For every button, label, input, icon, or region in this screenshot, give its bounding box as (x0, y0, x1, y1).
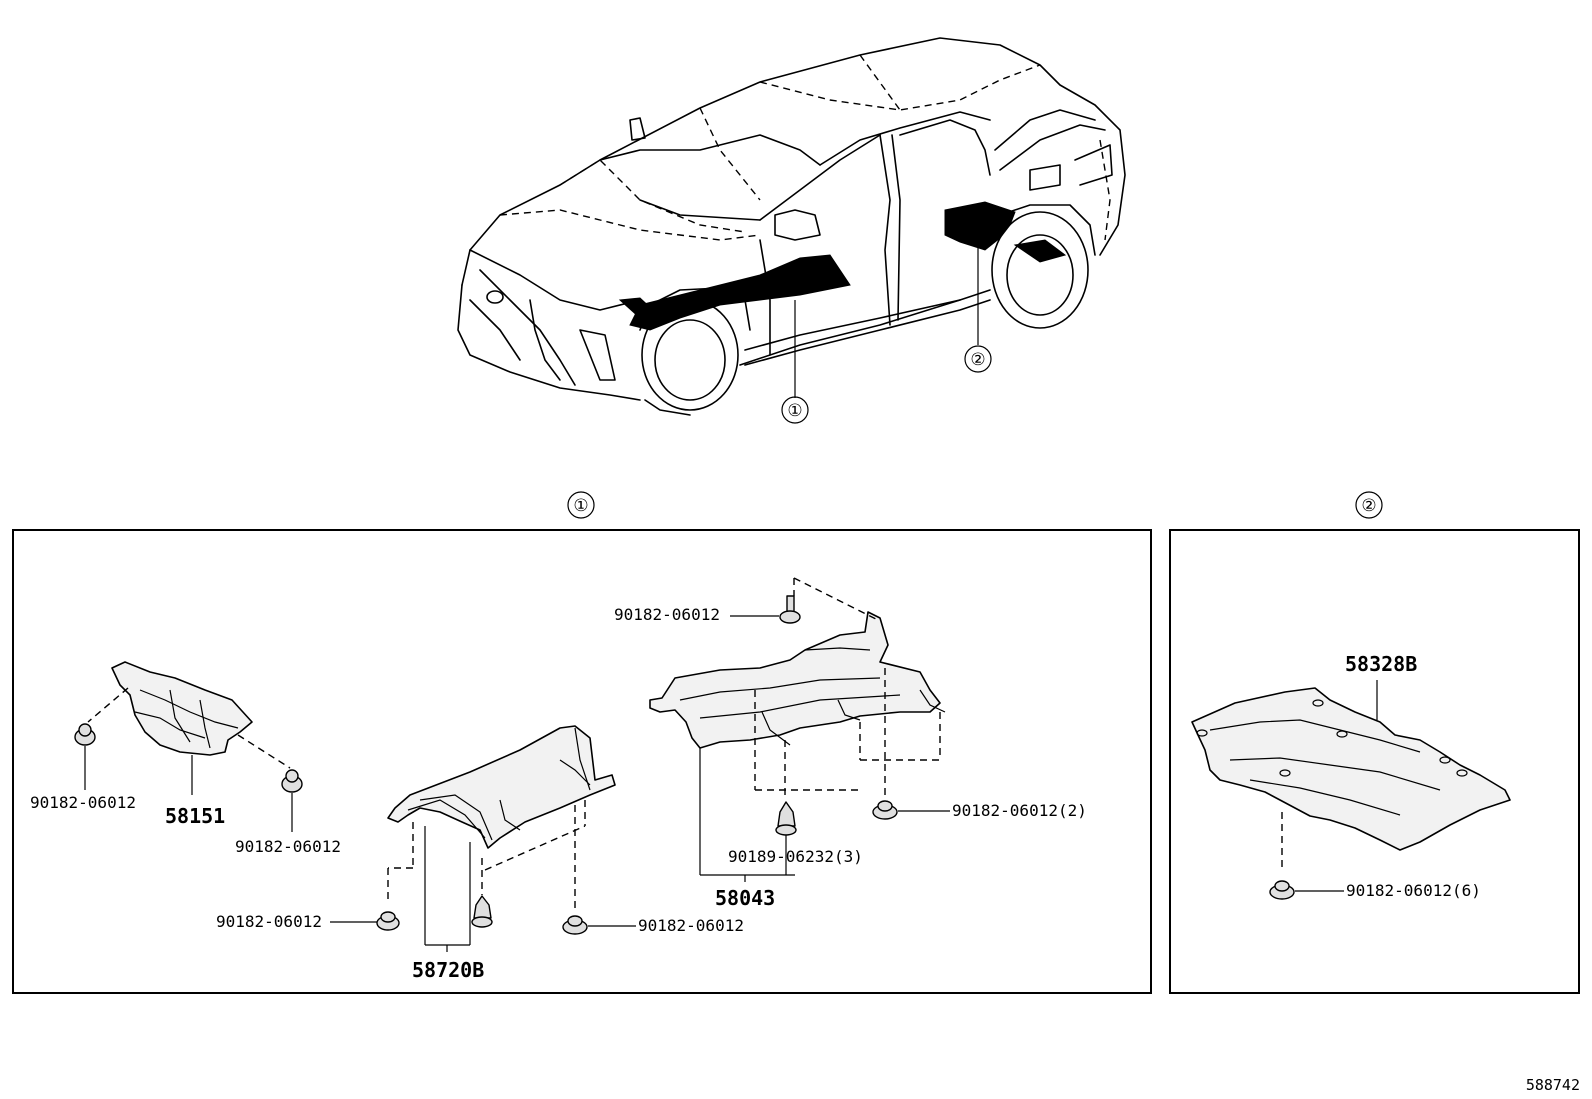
clip-mid (471, 895, 493, 928)
grommet-right (872, 800, 898, 820)
part-58043-illustration (649, 611, 946, 749)
label-90182-06012-left-a: 90182-06012 (30, 793, 136, 812)
label-90189-06232-3: 90189-06232(3) (728, 847, 863, 866)
label-58720B: 58720B (412, 958, 484, 982)
label-90182-06012-left-b: 90182-06012 (235, 837, 341, 856)
part-58328B-illustration (1191, 687, 1511, 851)
label-58043: 58043 (715, 886, 775, 910)
grommet-left-b (281, 769, 303, 793)
label-58328B: 58328B (1345, 652, 1417, 676)
callout-1-car: ① (787, 401, 802, 421)
part-58720B-illustration (387, 725, 616, 849)
part-58151-illustration (111, 661, 253, 756)
callout-2-car: ② (970, 350, 985, 370)
section-1-frame (12, 529, 1152, 994)
label-90182-06012-mid-a: 90182-06012 (216, 912, 322, 931)
label-90182-06012-mid-b: 90182-06012 (638, 916, 744, 935)
label-58151: 58151 (165, 804, 225, 828)
grommet-left-a (74, 723, 96, 746)
grommet-mid-a (376, 911, 400, 931)
section-2-badge (1355, 491, 1383, 519)
label-90182-06012-2: 90182-06012(2) (952, 801, 1087, 820)
section-1-label: ① (573, 496, 588, 516)
section-2-label: ② (1361, 496, 1376, 516)
label-90182-06012-6: 90182-06012(6) (1346, 881, 1481, 900)
diagram-reference-number: 588742 (1526, 1076, 1580, 1094)
vehicle-illustration (457, 37, 1126, 424)
section-1-badge (567, 491, 595, 519)
section-2-frame (1169, 529, 1580, 994)
label-90182-06012-top: 90182-06012 (614, 605, 720, 624)
bolt-top (779, 595, 801, 624)
clip-right (775, 801, 797, 836)
grommet-mid-b (562, 915, 588, 935)
grommet-box2 (1269, 880, 1295, 900)
